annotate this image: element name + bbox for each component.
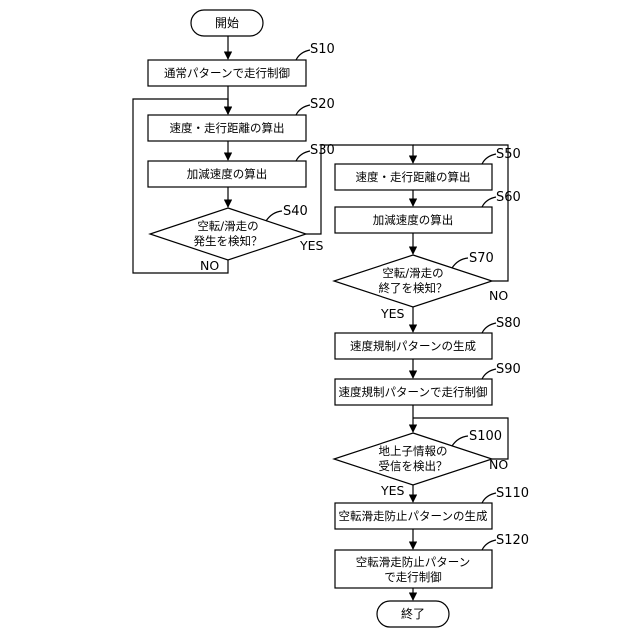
s30-label: 加減速度の算出 xyxy=(187,167,268,181)
s100-label-line1: 地上子情報の xyxy=(379,444,448,458)
start-label: 開始 xyxy=(215,16,239,30)
leader-s30 xyxy=(296,151,310,161)
step-label-s50: S50 xyxy=(496,147,521,162)
leader-s80 xyxy=(482,323,496,333)
leader-s60 xyxy=(482,197,496,207)
step-label-s40: S40 xyxy=(283,204,308,219)
leader-s70 xyxy=(452,258,468,268)
step-label-s80: S80 xyxy=(496,316,521,331)
step-label-s100: S100 xyxy=(469,429,502,444)
edge-label-s70-yes: YES xyxy=(380,306,405,321)
edge-label-s40-yes: YES xyxy=(299,238,324,253)
step-label-s120: S120 xyxy=(496,533,529,548)
step-label-s70: S70 xyxy=(469,251,494,266)
s120-label-line1: 空転滑走防止パターン xyxy=(356,555,470,569)
s60-label: 加減速度の算出 xyxy=(373,213,454,227)
s50-label: 速度・走行距離の算出 xyxy=(356,170,471,184)
step-label-s90: S90 xyxy=(496,362,521,377)
s70-label-line1: 空転/滑走の xyxy=(382,266,443,280)
step-label-s20: S20 xyxy=(310,97,335,112)
s110-label: 空転滑走防止パターンの生成 xyxy=(339,509,488,523)
edge-label-s100-no: NO xyxy=(489,457,508,472)
step-label-s60: S60 xyxy=(496,190,521,205)
step-label-s30: S30 xyxy=(310,143,335,158)
s70-label-line2: 終了を検知？ xyxy=(379,281,448,295)
leader-s40 xyxy=(266,211,282,221)
end-label: 終了 xyxy=(401,606,425,621)
leader-s10 xyxy=(296,50,310,60)
leader-s20 xyxy=(296,105,310,115)
step-label-s10: S10 xyxy=(310,42,335,57)
s10-label: 通常パターンで走行制御 xyxy=(164,66,290,80)
s100-label-line2: 受信を検出？ xyxy=(379,459,448,473)
leader-s120 xyxy=(482,540,496,550)
s120-label-line2: で走行制御 xyxy=(384,570,442,584)
s40-label-line2: 発生を検知？ xyxy=(194,234,263,248)
s20-label: 速度・走行距離の算出 xyxy=(170,121,285,135)
s90-label: 速度規制パターンで走行制御 xyxy=(339,385,488,399)
leader-s50 xyxy=(482,154,496,164)
edge-label-s70-no: NO xyxy=(489,288,508,303)
step-label-s110: S110 xyxy=(496,486,529,501)
leader-s100 xyxy=(452,436,468,446)
edge-label-s100-yes: YES xyxy=(380,483,405,498)
edge-label-s40-no: NO xyxy=(200,258,219,273)
leader-s90 xyxy=(482,369,496,379)
leader-s110 xyxy=(482,493,496,503)
s40-label-line1: 空転/滑走の xyxy=(197,219,258,233)
s80-label: 速度規制パターンの生成 xyxy=(350,339,476,353)
